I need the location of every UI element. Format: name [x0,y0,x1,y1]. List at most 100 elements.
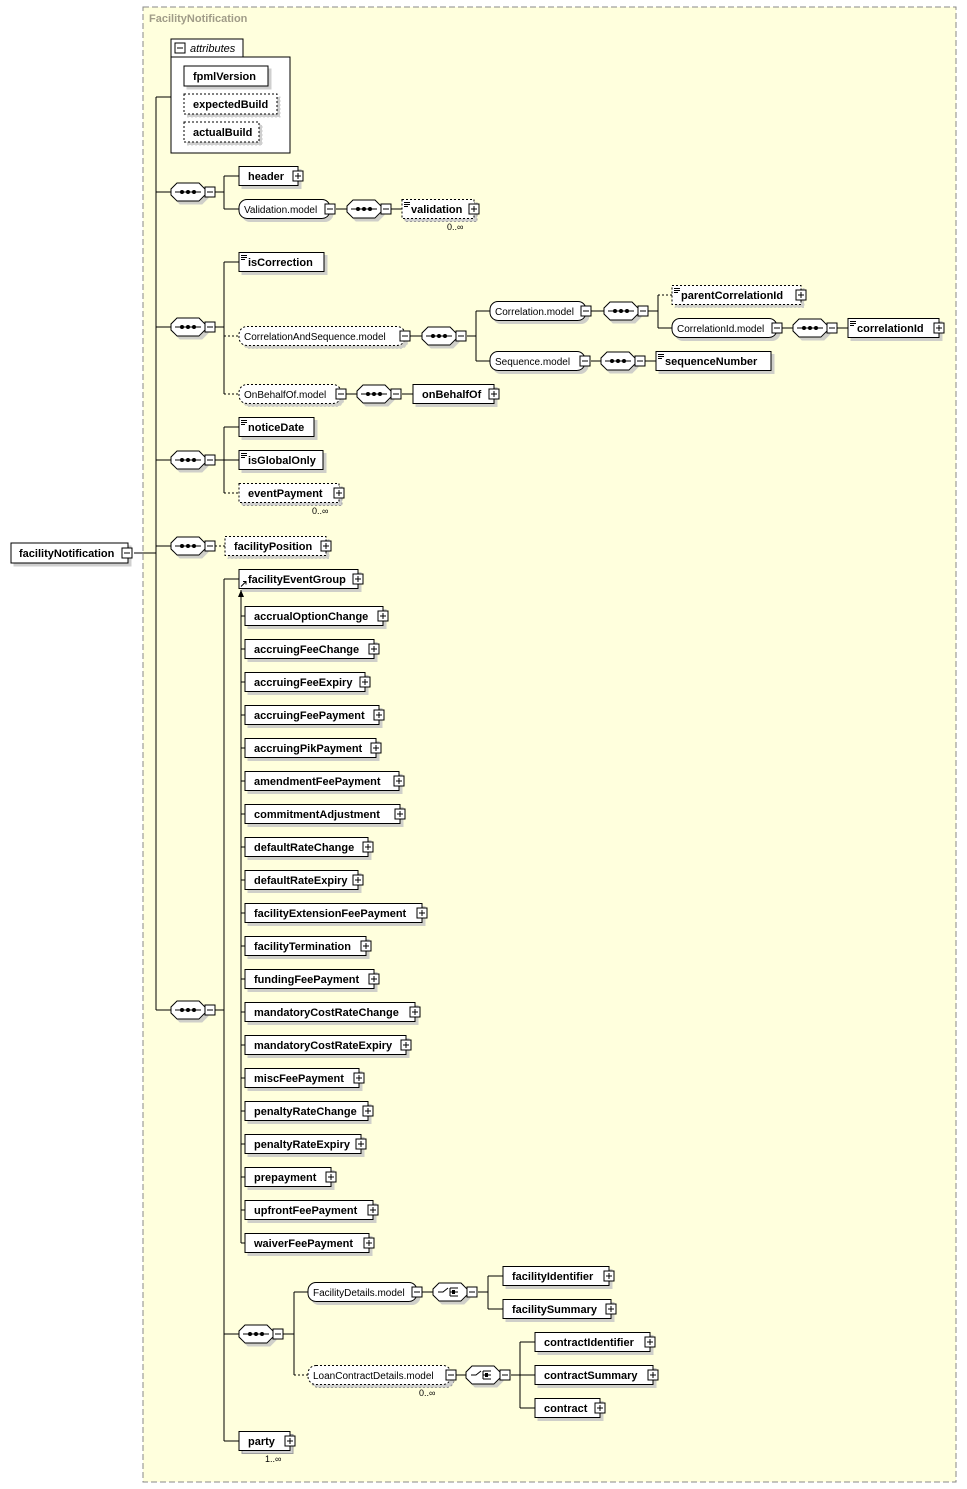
expand-icon[interactable] [359,676,371,688]
expand-icon[interactable] [353,1072,365,1084]
element-penaltyratechange[interactable]: penaltyRateChange [244,1101,374,1121]
expand-icon[interactable] [394,808,406,820]
element-accrualoptionchange[interactable]: accrualOptionChange [244,606,389,626]
expand-icon[interactable] [355,1138,367,1150]
element-defaultrateexpiry[interactable]: defaultRateExpiry [244,870,364,890]
collapse-icon[interactable] [399,330,411,342]
group-correlationandsequence-model[interactable]: CorrelationAndSequence.model [238,326,411,346]
group-validation-model[interactable]: Validation.model [238,199,336,219]
expand-icon[interactable] [594,1402,606,1414]
expand-icon[interactable] [362,841,374,853]
collapse-icon[interactable] [445,1369,457,1381]
expand-icon[interactable] [363,1237,375,1249]
collapse-icon[interactable] [204,454,216,466]
element-accruingfeepayment[interactable]: accruingFeePayment [244,705,385,725]
sequence-validation[interactable] [346,199,392,219]
element-facilitytermination[interactable]: facilityTermination [244,936,372,956]
element-accruingpikpayment[interactable]: accruingPikPayment [244,738,382,758]
collapse-icon[interactable] [174,42,186,54]
expand-icon[interactable] [320,540,332,552]
expand-icon[interactable] [360,940,372,952]
element-miscfeepayment[interactable]: miscFeePayment [244,1068,365,1088]
collapse-icon[interactable] [335,388,347,400]
collapse-icon[interactable] [499,1369,511,1381]
expand-icon[interactable] [284,1435,296,1447]
element-noticedate[interactable]: noticeDate [238,417,315,437]
element-facilityidentifier[interactable]: facilityIdentifier [502,1266,615,1286]
element-sequencenumber[interactable]: sequenceNumber [655,351,772,371]
element-mandatorycostrateexpiry[interactable]: mandatoryCostRateExpiry [244,1035,412,1055]
expand-icon[interactable] [416,907,428,919]
expand-icon[interactable] [373,709,385,721]
collapse-icon[interactable] [455,330,467,342]
collapse-icon[interactable] [634,355,646,367]
element-prepayment[interactable]: prepayment [244,1167,337,1187]
element-defaultratechange[interactable]: defaultRateChange [244,837,374,857]
expand-icon[interactable] [367,1204,379,1216]
expand-icon[interactable] [292,170,304,182]
sequence-1[interactable] [170,182,216,202]
element-contract[interactable]: contract [534,1398,606,1418]
element-waiverfeepayment[interactable]: waiverFeePayment [244,1233,375,1253]
expand-icon[interactable] [933,322,945,334]
element-commitmentadjustment[interactable]: commitmentAdjustment [244,804,406,824]
group-facilitydetails-model[interactable]: FacilityDetails.model [307,1282,423,1302]
element-contractidentifier[interactable]: contractIdentifier [534,1332,656,1352]
collapse-icon[interactable] [204,540,216,552]
element-facilityposition[interactable]: facilityPosition [224,536,332,556]
expand-icon[interactable] [352,573,364,585]
expand-icon[interactable] [795,289,807,301]
expand-icon[interactable] [377,610,389,622]
collapse-icon[interactable] [390,388,402,400]
expand-icon[interactable] [362,1105,374,1117]
collapse-icon[interactable] [771,322,783,334]
element-contractsummary[interactable]: contractSummary [534,1365,659,1385]
collapse-icon[interactable] [204,1004,216,1016]
expand-icon[interactable] [333,487,345,499]
expand-icon[interactable] [605,1303,617,1315]
group-correlationid-model[interactable]: CorrelationId.model [671,318,783,338]
attribute-fpmlversion[interactable]: fpmlVersion [183,65,269,87]
expand-icon[interactable] [400,1039,412,1051]
collapse-icon[interactable] [380,203,392,215]
sequence-2[interactable] [170,317,216,337]
collapse-icon[interactable] [826,322,838,334]
sequence-details[interactable] [238,1324,284,1344]
collapse-icon[interactable] [580,305,592,317]
choice-facility-details[interactable] [432,1282,478,1302]
sequence-correlation[interactable] [603,301,649,321]
sequence-5[interactable] [170,1000,216,1020]
expand-icon[interactable] [370,742,382,754]
expand-icon[interactable] [409,1006,421,1018]
element-parentcorrelationid[interactable]: parentCorrelationId [671,285,807,305]
element-isglobalonly[interactable]: isGlobalOnly [238,450,324,470]
expand-icon[interactable] [352,874,364,886]
sequence-correlation-and-sequence[interactable] [421,326,467,346]
collapse-icon[interactable] [324,203,336,215]
group-sequence-model[interactable]: Sequence.model [489,351,591,371]
expand-icon[interactable] [488,388,500,400]
expand-icon[interactable] [647,1369,659,1381]
element-header[interactable]: header [238,166,304,186]
attribute-expectedbuild[interactable]: expectedBuild [183,93,278,115]
sequence-on-behalf-of[interactable] [356,384,402,404]
collapse-icon[interactable] [204,186,216,198]
sequence-sequence[interactable] [600,351,646,371]
element-mandatorycostratechange[interactable]: mandatoryCostRateChange [244,1002,421,1022]
collapse-icon[interactable] [204,321,216,333]
collapse-icon[interactable] [637,305,649,317]
collapse-icon[interactable] [466,1286,478,1298]
sequence-3[interactable] [170,450,216,470]
element-iscorrection[interactable]: isCorrection [238,252,325,272]
element-facilitysummary[interactable]: facilitySummary [502,1299,617,1319]
expand-icon[interactable] [644,1336,656,1348]
expand-icon[interactable] [325,1171,337,1183]
element-accruingfeeexpiry[interactable]: accruingFeeExpiry [244,672,371,692]
attribute-actualbuild[interactable]: actualBuild [183,121,260,143]
sequence-4[interactable] [170,536,216,556]
element-correlationid[interactable]: correlationId [847,318,945,338]
element-penaltyrateexpiry[interactable]: penaltyRateExpiry [244,1134,367,1154]
collapse-icon[interactable] [121,547,133,559]
